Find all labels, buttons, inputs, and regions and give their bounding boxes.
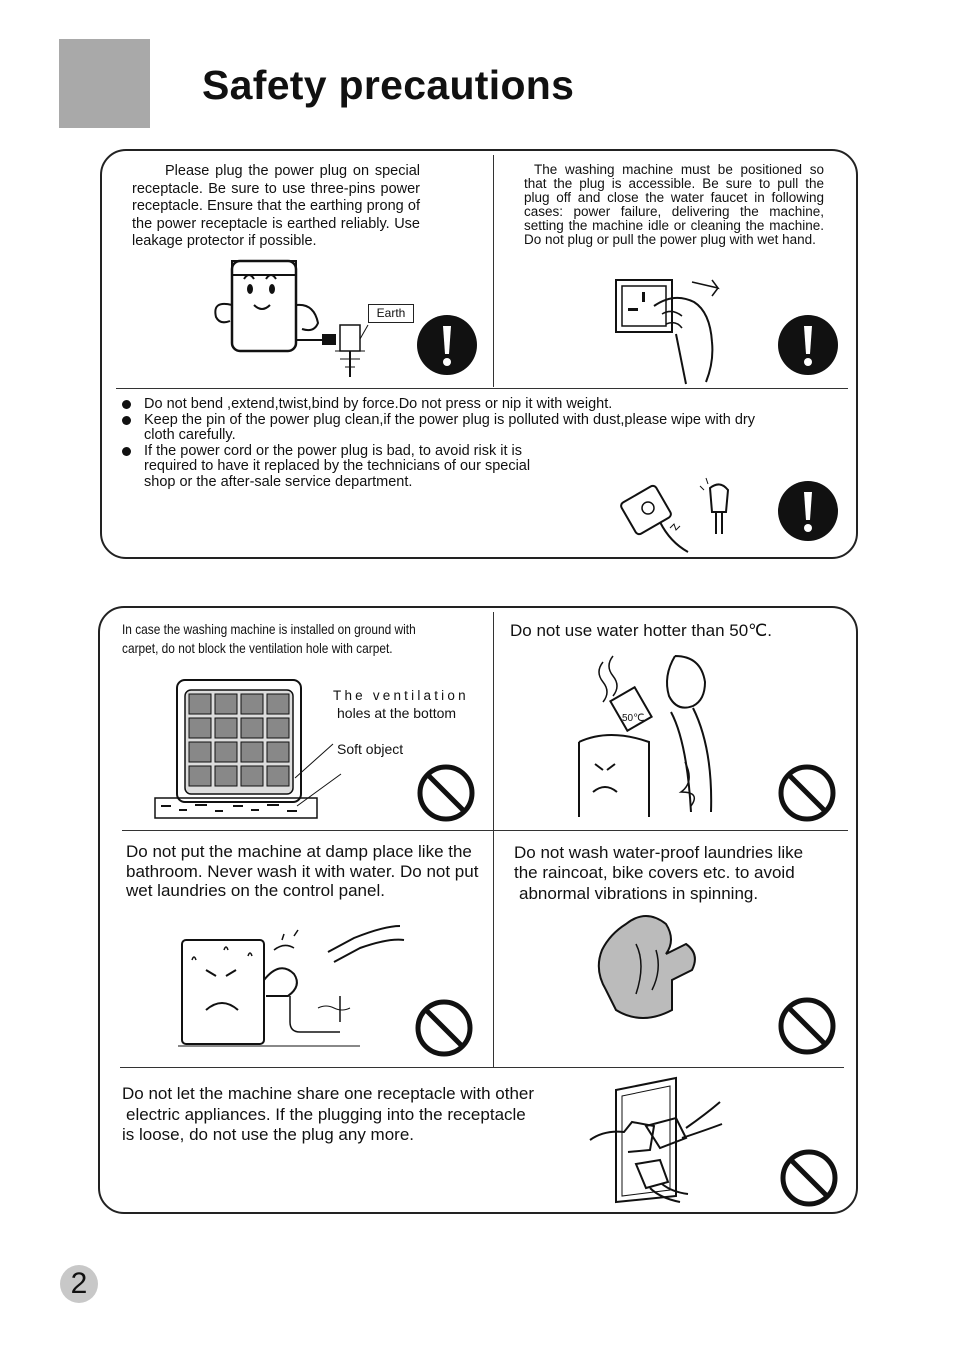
soft-object-label: Soft object bbox=[337, 741, 404, 757]
page-title: Safety precautions bbox=[202, 62, 575, 108]
usage-safety-panel bbox=[98, 606, 858, 1214]
overloaded-receptacle-illustration bbox=[589, 1076, 723, 1204]
prohibition-icon bbox=[417, 764, 475, 822]
damp-place-warning-text: Do not put the machine at damp place lik… bbox=[126, 842, 479, 900]
washing-with-hose-illustration bbox=[178, 925, 405, 1047]
carpet-instruction-line-1: In case the washing machine is installed… bbox=[122, 621, 416, 637]
electrical-safety-panel bbox=[100, 149, 858, 559]
carpet-instruction-line-2: carpet, do not block the ventilation hol… bbox=[122, 640, 393, 656]
header-grey-block bbox=[59, 39, 150, 128]
page-number: 2 bbox=[60, 1265, 98, 1303]
exclamation-warning-icon bbox=[778, 315, 838, 375]
waterproof-warning-line-2: the raincoat, bike covers etc. to avoid bbox=[514, 863, 795, 882]
shared-receptacle-warning-line-2: electric appliances. If the plugging int… bbox=[126, 1105, 526, 1124]
plug-instruction-text: Please plug the power plug on special re… bbox=[132, 163, 420, 249]
list-item: Keep the pin of the power plug clean,if … bbox=[122, 412, 774, 444]
ventilation-label-line-1: The ventilation bbox=[333, 688, 469, 703]
prohibition-icon bbox=[780, 1149, 838, 1207]
prohibition-icon bbox=[415, 999, 473, 1057]
waterproof-warning-line-3: abnormal vibrations in spinning. bbox=[519, 884, 759, 903]
exclamation-warning-icon bbox=[778, 481, 838, 541]
panel2-divider-horizontal-1 bbox=[122, 830, 848, 831]
panel2-divider-horizontal-2 bbox=[120, 1067, 844, 1068]
exclamation-warning-icon bbox=[417, 315, 477, 375]
ventilation-holes-illustration bbox=[154, 679, 342, 819]
panel1-divider-vertical bbox=[493, 155, 494, 387]
plugged-machine-illustration bbox=[214, 259, 369, 377]
earth-label: Earth bbox=[368, 304, 414, 323]
hot-water-warning-text: Do not use water hotter than 50℃. bbox=[510, 621, 772, 640]
prohibition-icon bbox=[778, 997, 836, 1055]
waterproof-warning-line-1: Do not wash water-proof laundries like bbox=[514, 843, 804, 862]
bullet-icon bbox=[122, 400, 131, 409]
hand-pulling-plug-illustration bbox=[615, 279, 720, 385]
ventilation-label-line-2: holes at the bottom bbox=[337, 705, 457, 721]
power-cord-bullet-list: Do not bend ,extend,twist,bind by force.… bbox=[122, 396, 782, 491]
shared-receptacle-warning-line-1: Do not let the machine share one recepta… bbox=[122, 1084, 535, 1103]
panel2-divider-vertical bbox=[493, 612, 494, 1067]
prohibition-icon bbox=[778, 764, 836, 822]
list-item: Do not bend ,extend,twist,bind by force.… bbox=[122, 396, 782, 413]
positioning-instruction-text: The washing machine must be positioned s… bbox=[524, 162, 824, 247]
panel1-divider-horizontal bbox=[116, 388, 848, 389]
temperature-tag: 50℃ bbox=[622, 713, 645, 724]
woman-pouring-hot-water-illustration bbox=[578, 655, 713, 817]
list-item: If the power cord or the power plug is b… bbox=[122, 443, 564, 491]
bullet-icon bbox=[122, 446, 131, 456]
raincoat-illustration bbox=[597, 915, 696, 1019]
bullet-icon bbox=[122, 415, 131, 425]
shared-receptacle-warning-line-3: is loose, do not use the plug any more. bbox=[122, 1125, 415, 1144]
damaged-plug-illustration bbox=[620, 477, 730, 553]
